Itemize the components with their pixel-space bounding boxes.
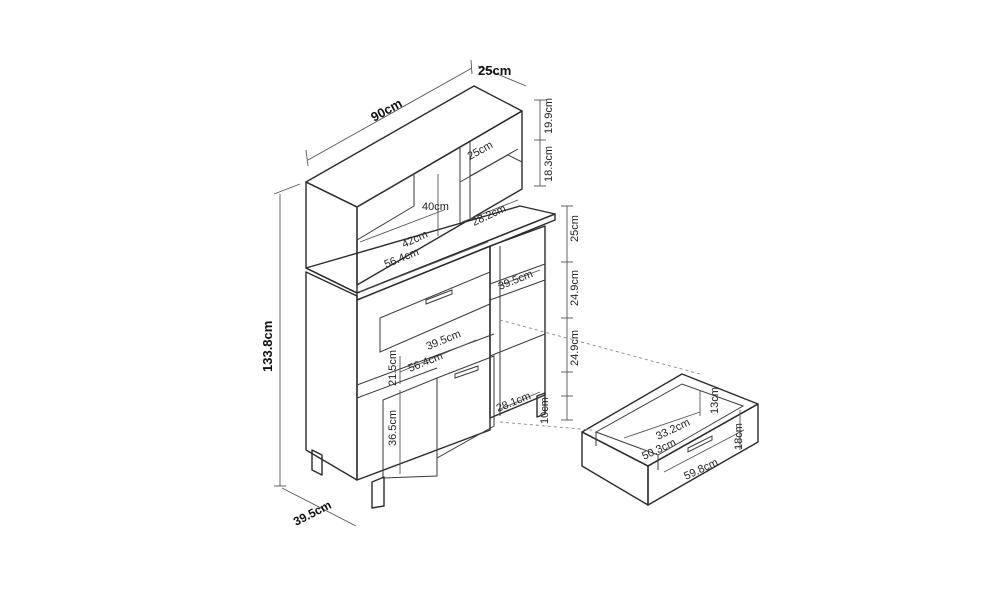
label-drawer-front-height: 21.5cm [387, 350, 399, 386]
lower-cabinet [305, 225, 546, 509]
label-leg-height: 10cm [539, 397, 551, 424]
label-upper-side-width: 28.2cm [470, 203, 508, 229]
label-base-depth: 39.5cm [291, 498, 334, 529]
label-width: 90cm [368, 95, 404, 124]
label-right-shelf3-height: 24.9cm [569, 330, 581, 366]
label-counter-width: 56.4cm [383, 246, 421, 271]
label-right-shelf-depth: 39.5cm [497, 268, 535, 293]
label-right-shelf1-height: 25cm [569, 215, 581, 242]
label-right-shelf2-height: 24.9cm [569, 270, 581, 306]
label-depth: 25cm [478, 63, 511, 78]
upper-hutch [305, 85, 523, 294]
dimension-lines [273, 59, 745, 527]
label-drawer-inner-height: 13cm [709, 387, 721, 414]
label-second-shelf-height: 18.3cm [543, 146, 555, 182]
label-drawer-depth: 39.5cm [425, 328, 463, 353]
label-upper-compartment-height: 40cm [422, 201, 449, 213]
label-drawer-width: 56.4cm [407, 350, 445, 375]
label-drawer-outer-width: 59.8cm [682, 457, 720, 483]
label-top-shelf-height: 19.9cm [543, 98, 555, 134]
detached-drawer [581, 373, 759, 506]
label-drawer-outer-height: 18cm [733, 423, 745, 450]
label-total-height: 133.8cm [260, 321, 275, 372]
label-cabinet-height: 36.5cm [387, 410, 399, 446]
